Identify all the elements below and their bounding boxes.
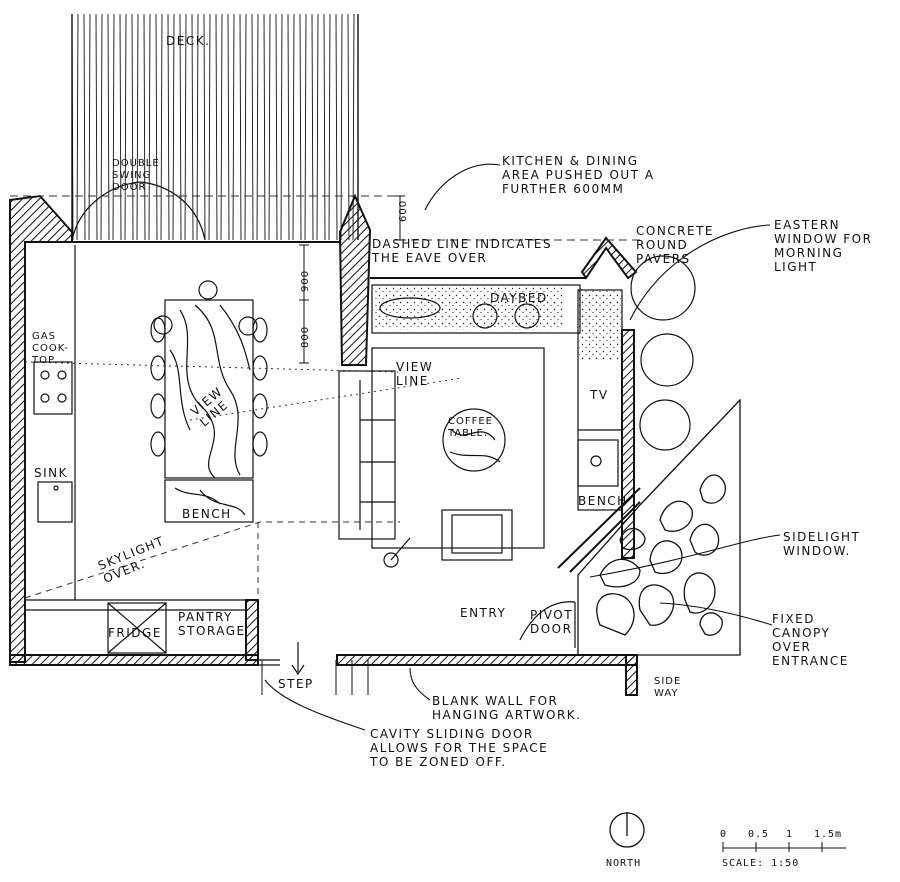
scale-tick-0: 0 (720, 829, 728, 840)
label-sink: SINK (34, 466, 69, 480)
dining-chair (252, 393, 268, 419)
label-fridge: FRIDGE (108, 626, 162, 640)
dimension-600: 600 (398, 199, 409, 222)
label-bench-tv: BENCH (578, 494, 628, 508)
label-tv: TV (590, 388, 609, 402)
person-seated (198, 280, 218, 300)
entry-paving (577, 398, 741, 656)
deck-area (71, 13, 359, 241)
skylight-outline (24, 521, 400, 600)
living-area (338, 347, 545, 568)
eave-dashed-line (10, 195, 640, 241)
dining-table (164, 299, 254, 523)
person-seated (238, 316, 258, 336)
scale-tick-1.5m: 1.5m (814, 829, 843, 840)
pivot-door (519, 601, 576, 648)
scale-tick-0.5: 0.5 (748, 829, 770, 840)
tv-bench (577, 289, 623, 511)
dining-chair (150, 317, 166, 343)
exterior-walls (9, 193, 641, 696)
label-daybed: DAYBED (490, 291, 548, 305)
north-arrow (609, 812, 645, 848)
fridge (107, 602, 167, 654)
scale-bar (722, 842, 846, 852)
label-entry: ENTRY (460, 606, 507, 620)
side-lamp (383, 552, 399, 568)
daybed-area (371, 284, 581, 334)
scale-tick-1: 1 (786, 829, 794, 840)
dining-chair (150, 355, 166, 381)
kitchen-counter (25, 245, 248, 611)
sink (37, 481, 73, 523)
double-swing-door (71, 181, 206, 241)
rug (371, 347, 545, 549)
step-arrow (258, 642, 305, 676)
dining-chairs (150, 280, 268, 457)
dining-chair (150, 431, 166, 457)
label-bench-dining: BENCH (182, 507, 232, 521)
view-lines (24, 361, 463, 421)
round-pavers (630, 255, 696, 451)
leader-lines (264, 163, 781, 731)
door-gap-marks (261, 660, 369, 695)
dining-chair (150, 393, 166, 419)
gas-cooktop (33, 361, 73, 415)
coffee-table (442, 408, 506, 472)
sofa (338, 370, 396, 540)
armchair (441, 509, 513, 561)
label-north: NORTH (606, 858, 642, 869)
label-deck: DECK. (166, 34, 211, 48)
dimension-900: 900 (300, 269, 311, 292)
dining-chair (252, 317, 268, 343)
dining-chair (252, 431, 268, 457)
dimension-800: 800 (300, 325, 311, 348)
dimension-lines (299, 195, 405, 364)
label-scale: SCALE: 1:50 (722, 858, 800, 869)
person-seated (153, 315, 173, 335)
label-step: STEP (278, 677, 314, 691)
